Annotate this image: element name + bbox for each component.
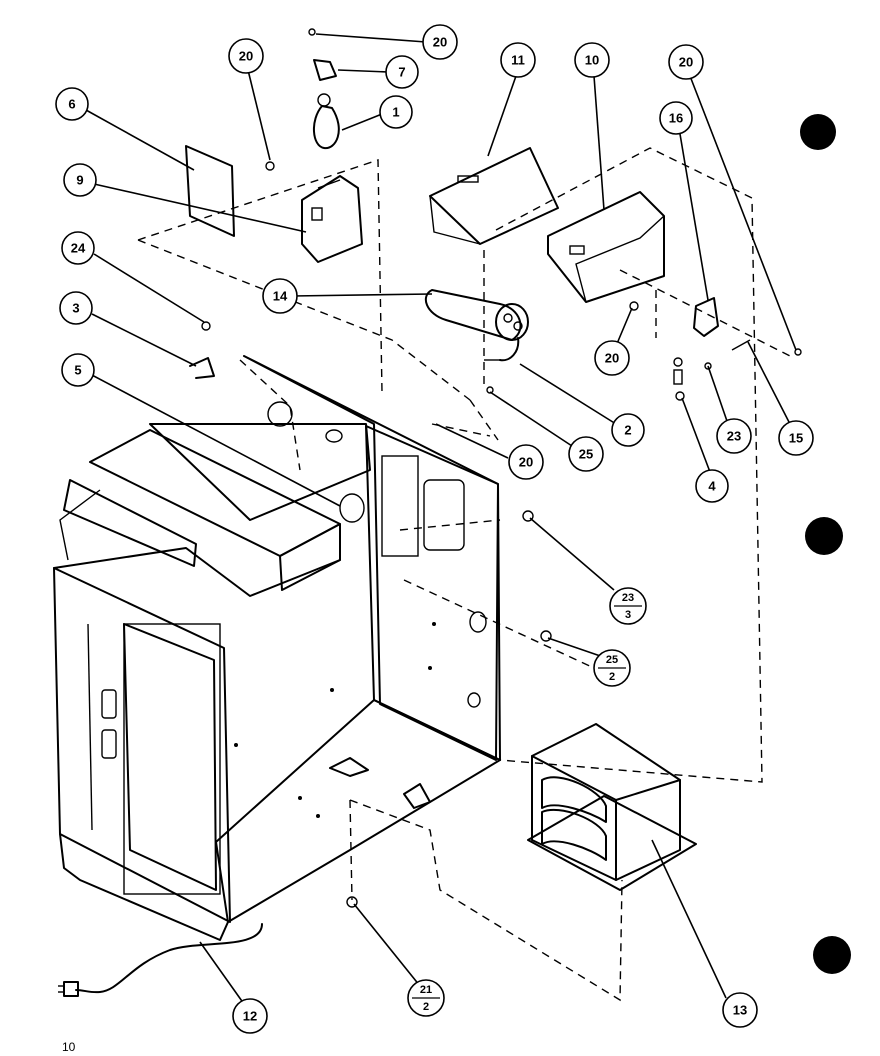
svg-text:4: 4: [708, 479, 716, 494]
power-cord: [58, 923, 263, 997]
svg-text:25: 25: [606, 654, 618, 666]
svg-text:23: 23: [727, 429, 741, 444]
capacitor: [424, 289, 529, 362]
svg-text:12: 12: [243, 1009, 257, 1024]
bracket-plate: [185, 145, 235, 237]
air-guide-11: [429, 147, 559, 245]
svg-text:7: 7: [398, 65, 405, 80]
svg-text:20: 20: [605, 351, 619, 366]
callout-14: 14: [262, 278, 298, 314]
callout-6: 6: [55, 87, 89, 121]
svg-text:20: 20: [239, 49, 253, 64]
callout-20-capacitor: 20: [594, 340, 630, 376]
svg-text:20: 20: [433, 35, 447, 50]
screws: [201, 28, 802, 908]
svg-text:23: 23: [622, 592, 634, 604]
svg-text:2: 2: [624, 423, 631, 438]
callout-15: 15: [778, 420, 814, 456]
callout-20-left: 20: [228, 38, 264, 74]
svg-text:6: 6: [68, 97, 75, 112]
svg-text:13: 13: [733, 1003, 747, 1018]
callout-20-right: 20: [668, 44, 704, 80]
callout-7: 7: [385, 55, 419, 89]
switch-bracket-3: [189, 357, 215, 379]
callout-16: 16: [659, 101, 693, 135]
callout-20-mid: 20: [508, 444, 544, 480]
punch-hole-top: [800, 114, 836, 150]
svg-text:5: 5: [74, 363, 81, 378]
chassis-cabinet: [53, 355, 501, 941]
lamp-assembly: [301, 59, 363, 263]
svg-text:20: 20: [679, 55, 693, 70]
svg-text:10: 10: [585, 53, 599, 68]
svg-text:2: 2: [423, 1001, 429, 1013]
callout-21-over-2: 21 2: [407, 979, 445, 1017]
svg-text:3: 3: [72, 301, 79, 316]
callout-24: 24: [61, 231, 95, 265]
svg-text:14: 14: [273, 289, 288, 304]
callout-23-over-3: 23 3: [609, 587, 647, 625]
svg-text:16: 16: [669, 111, 683, 126]
leader-lines: [85, 33, 797, 1005]
callout-10: 10: [574, 42, 610, 78]
svg-text:25: 25: [579, 447, 593, 462]
callout-5: 5: [61, 353, 95, 387]
callout-9: 9: [63, 163, 97, 197]
svg-text:9: 9: [76, 173, 83, 188]
callout-23: 23: [716, 418, 752, 454]
svg-text:15: 15: [789, 431, 803, 446]
callout-4: 4: [695, 469, 729, 503]
callout-20-top: 20: [422, 24, 458, 60]
callout-13: 13: [722, 992, 758, 1028]
callout-1: 1: [379, 95, 413, 129]
svg-text:21: 21: [420, 984, 432, 996]
punch-hole-middle: [805, 517, 843, 555]
callout-3: 3: [59, 291, 93, 325]
callout-11: 11: [500, 42, 536, 78]
callout-2: 2: [611, 413, 645, 447]
callout-12: 12: [232, 998, 268, 1034]
fuse-holder: [673, 297, 751, 401]
svg-text:24: 24: [71, 241, 86, 256]
punch-hole-bottom: [813, 936, 851, 974]
transformer: [527, 723, 697, 891]
svg-text:1: 1: [392, 105, 399, 120]
callout-25-over-2: 25 2: [593, 649, 631, 687]
air-guide-10: [547, 191, 665, 303]
page-number: 10: [62, 1040, 76, 1054]
callout-25: 25: [568, 436, 604, 472]
svg-text:20: 20: [519, 455, 533, 470]
assembly-guide-lines: [137, 147, 791, 1002]
svg-text:2: 2: [609, 671, 615, 683]
svg-text:3: 3: [625, 609, 631, 621]
svg-text:11: 11: [511, 53, 525, 68]
